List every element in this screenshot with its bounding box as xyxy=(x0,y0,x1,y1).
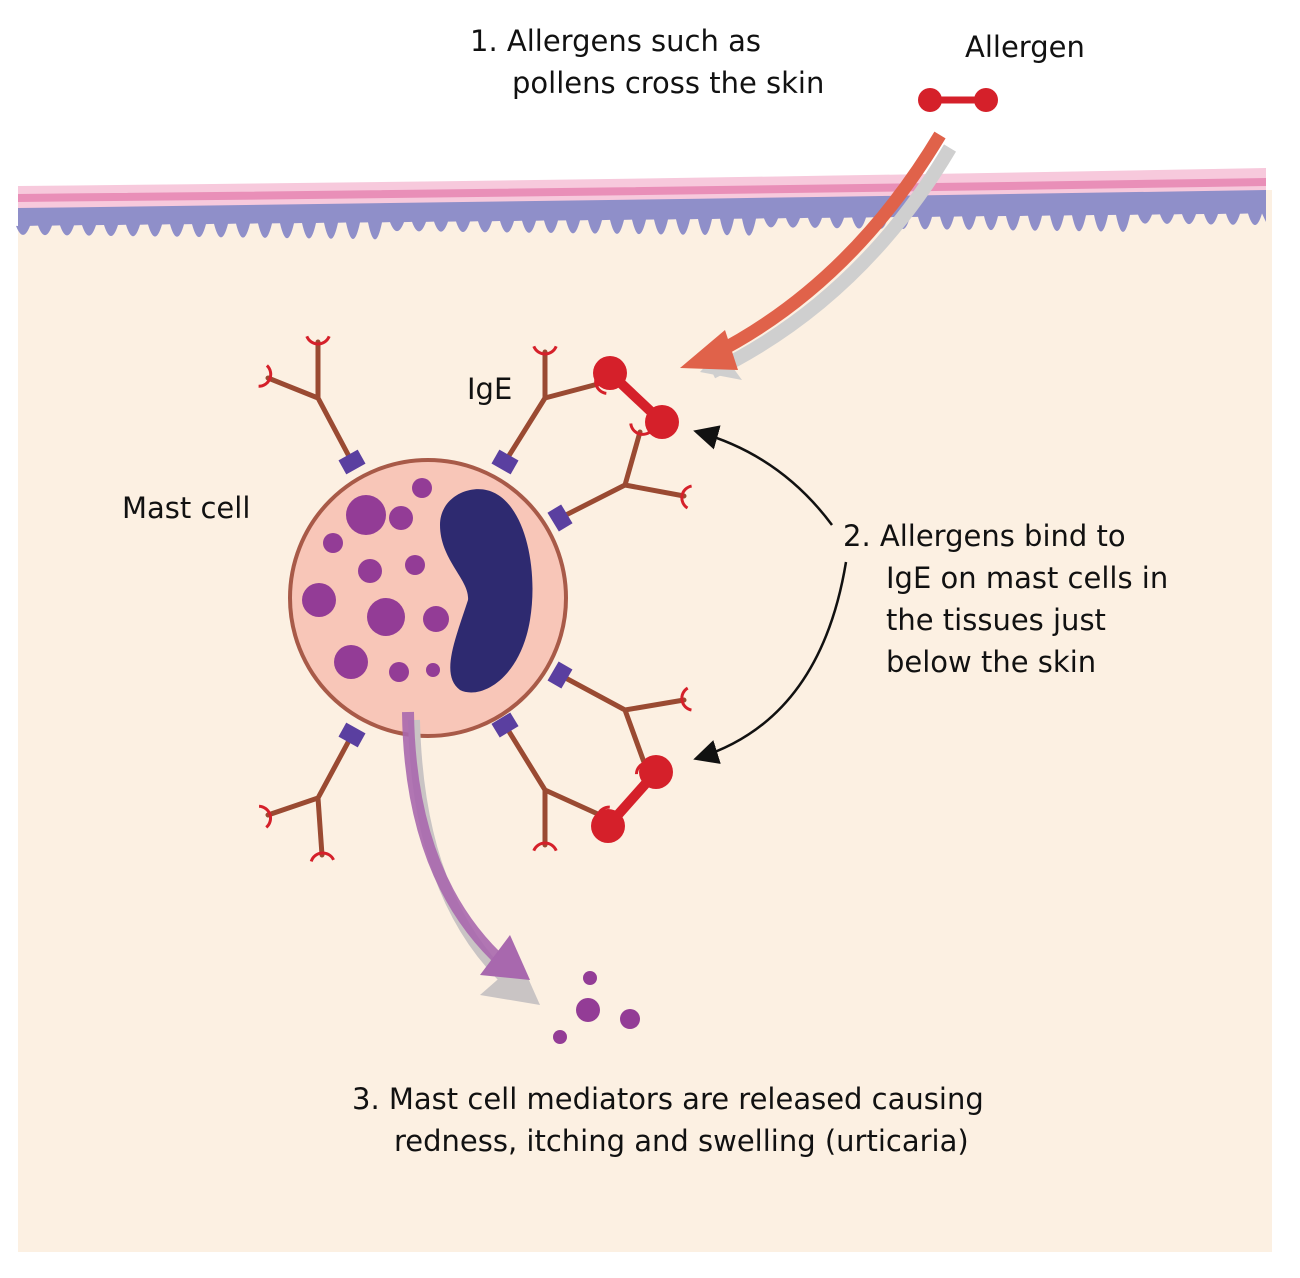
antigen-binding-site xyxy=(258,804,272,829)
ige-antibody xyxy=(491,712,610,852)
step3-label: 3. Mast cell mediators are released caus… xyxy=(352,1078,984,1162)
allergen-entry-arrow xyxy=(680,131,957,380)
fc-receptor xyxy=(547,504,573,532)
mediator-release-arrow xyxy=(402,711,540,1005)
antigen-binding-site xyxy=(305,335,331,346)
ige-antibody xyxy=(258,722,366,863)
ige-antibodies xyxy=(258,335,693,863)
step2-line: below the skin xyxy=(886,645,1097,679)
step3-line: redness, itching and swelling (urticaria… xyxy=(394,1124,969,1158)
skin-layers xyxy=(16,168,1266,240)
binding-arrows xyxy=(693,425,848,764)
ige-label: IgE xyxy=(467,372,513,406)
step2-line: IgE on mast cells in xyxy=(886,561,1169,595)
released-mediators xyxy=(553,971,640,1044)
antigen-binding-site xyxy=(532,841,558,852)
bound-allergen-upper xyxy=(593,356,679,439)
mast-cell xyxy=(288,458,568,738)
step2-label: 2. Allergens bind to IgE on mast cells i… xyxy=(843,515,1168,683)
fc-receptor xyxy=(338,722,366,748)
antigen-binding-site xyxy=(680,484,693,510)
step2-line: 2. Allergens bind to xyxy=(843,519,1126,553)
ige-antibody xyxy=(547,423,693,532)
fc-receptor xyxy=(547,661,573,689)
allergen-molecule-icon xyxy=(918,88,998,112)
fc-receptor xyxy=(491,449,519,475)
granules xyxy=(302,478,449,682)
dermis-tissue xyxy=(18,190,1272,1252)
antigen-binding-site xyxy=(532,345,558,356)
antigen-binding-site xyxy=(680,686,692,712)
nucleus xyxy=(440,489,533,693)
bound-allergen-lower xyxy=(591,755,673,843)
step1-line: pollens cross the skin xyxy=(512,66,825,100)
ige-antibody xyxy=(258,335,366,475)
antigen-binding-site xyxy=(258,364,273,388)
ige-antibody xyxy=(491,345,607,475)
antigen-binding-site xyxy=(309,851,335,863)
allergen-label: Allergen xyxy=(965,30,1085,64)
step2-line: the tissues just xyxy=(886,603,1106,637)
fc-receptor xyxy=(491,712,519,738)
step3-line: 3. Mast cell mediators are released caus… xyxy=(352,1082,984,1116)
mast-cell-label: Mast cell xyxy=(122,491,251,525)
fc-receptor xyxy=(338,449,366,475)
step1-label: 1. Allergens such as pollens cross the s… xyxy=(470,20,824,104)
step1-line: 1. Allergens such as xyxy=(470,24,761,58)
